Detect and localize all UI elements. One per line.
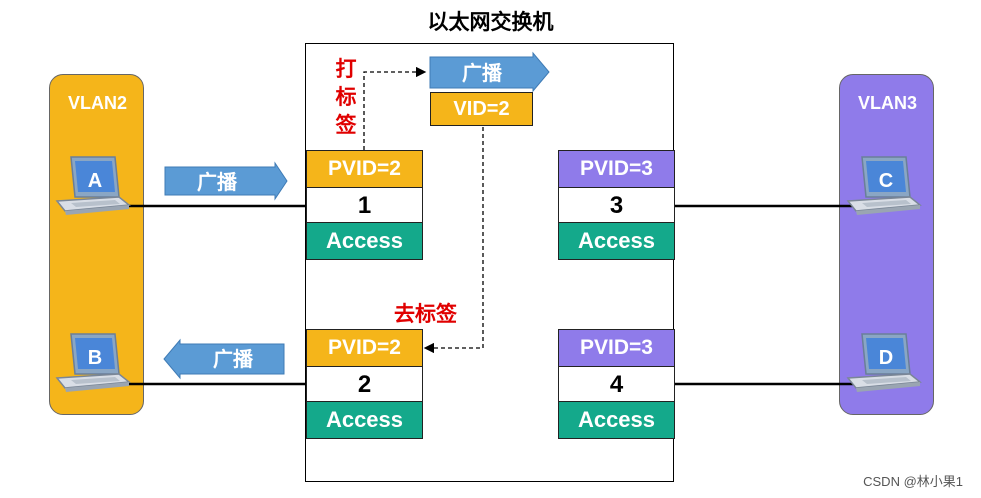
outgoing-broadcast-label: 广播: [213, 347, 254, 371]
host-a-label: A: [88, 170, 102, 192]
port-2-number: 2: [307, 366, 422, 402]
port-4-pvid: PVID=3: [559, 330, 674, 366]
tagged-frame-header-label: 广播: [462, 61, 503, 85]
port-3: PVID=3 3 Access: [558, 150, 675, 260]
laptop-d: D: [847, 333, 921, 393]
laptop-a: A: [56, 156, 130, 216]
port-3-mode: Access: [559, 223, 674, 259]
watermark: CSDN @林小果1: [863, 474, 963, 489]
host-b-label: B: [88, 347, 102, 369]
outgoing-broadcast-arrow: 广播: [163, 338, 285, 380]
tagged-frame-header: 广播: [429, 51, 550, 93]
port-3-pvid: PVID=3: [559, 151, 674, 187]
host-d-label: D: [879, 347, 893, 369]
tag-path: [363, 66, 427, 150]
vlan3-panel: VLAN3: [839, 74, 934, 415]
port-4-number: 4: [559, 366, 674, 402]
tagged-frame-vid: VID=2: [430, 92, 533, 126]
untag-path: [423, 127, 484, 354]
tag-note-char-2: 标: [335, 85, 357, 109]
untag-note: 去标签: [394, 302, 457, 326]
incoming-broadcast-label: 广播: [197, 170, 238, 194]
vlan3-label: VLAN3: [857, 93, 917, 113]
tag-note-char-3: 签: [335, 113, 357, 137]
port-2: PVID=2 2 Access: [306, 329, 423, 439]
host-c-label: C: [879, 170, 893, 192]
port-1-mode: Access: [307, 223, 422, 259]
port-3-number: 3: [559, 187, 674, 223]
tag-note: 打 标 签: [333, 55, 359, 139]
port-1: PVID=2 1 Access: [306, 150, 423, 260]
diagram-title: 以太网交换机: [427, 10, 554, 34]
port-4-mode: Access: [559, 402, 674, 438]
laptop-c: C: [847, 156, 921, 216]
tag-note-char-1: 打: [335, 57, 357, 81]
port-1-number: 1: [307, 187, 422, 223]
port-2-mode: Access: [307, 402, 422, 438]
vlan2-label: VLAN2: [67, 93, 127, 113]
port-2-pvid: PVID=2: [307, 330, 422, 366]
incoming-broadcast-arrow: 广播: [164, 161, 288, 201]
laptop-b: B: [56, 333, 130, 393]
port-4: PVID=3 4 Access: [558, 329, 675, 439]
port-1-pvid: PVID=2: [307, 151, 422, 187]
